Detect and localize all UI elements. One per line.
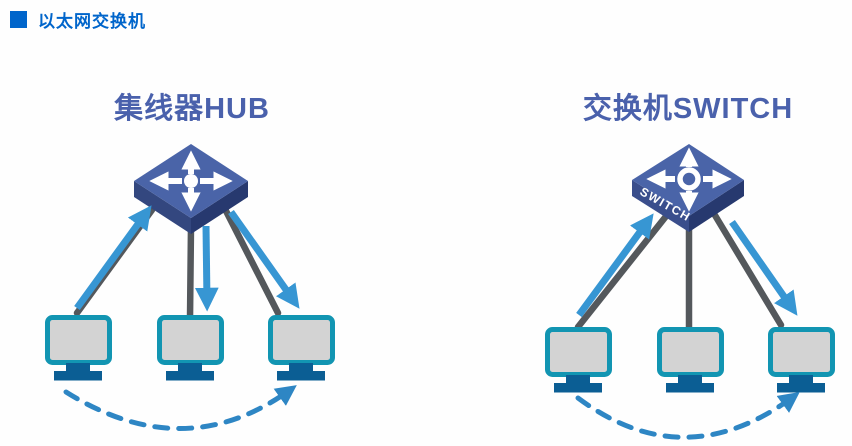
hub-uplink-arrow	[74, 205, 152, 311]
hub-crossed-arrows-icon	[149, 150, 233, 212]
switch-cable-left	[574, 211, 671, 331]
page-title: 以太网交换机	[38, 12, 146, 31]
hub-computer-center	[160, 318, 222, 381]
switch-center-ring	[677, 167, 701, 191]
switch-panel-title: 交换机SWITCH	[582, 93, 794, 125]
hub-dashed-path-arrow	[63, 385, 297, 431]
hub-cable-right	[220, 203, 282, 317]
switch-computer-left	[548, 330, 610, 393]
switch-right-face	[689, 180, 744, 232]
switch-crossed-arrows-icon	[646, 147, 732, 212]
switch-diagram: SWITCH	[426, 144, 852, 440]
switch-uplink-arrow	[576, 213, 654, 318]
hub-left-face	[134, 181, 191, 234]
switch-device-icon: SWITCH	[632, 144, 744, 232]
switch-computer-right	[771, 330, 833, 393]
hub-broadcast-arrow-right	[228, 209, 300, 309]
switch-top-face	[632, 144, 744, 216]
title-bullet-square-icon	[10, 11, 27, 28]
hub-broadcast-arrow-center	[194, 225, 219, 312]
hub-cable-center	[186, 222, 195, 323]
hub-computer-right	[271, 318, 333, 381]
switch-unicast-arrow-right	[729, 219, 798, 316]
hub-center-dot	[184, 174, 198, 188]
hub-diagram	[0, 144, 426, 431]
switch-dashed-path-arrow	[575, 392, 800, 440]
hub-device-icon	[134, 144, 248, 234]
switch-cable-right	[709, 208, 785, 329]
page-header: 以太网交换机	[10, 7, 146, 32]
switch-left-face	[632, 180, 689, 232]
switch-computer-center	[660, 330, 722, 393]
hub-computer-left	[48, 318, 110, 381]
hub-panel-title: 集线器HUB	[114, 93, 270, 125]
hub-right-face	[191, 181, 248, 234]
